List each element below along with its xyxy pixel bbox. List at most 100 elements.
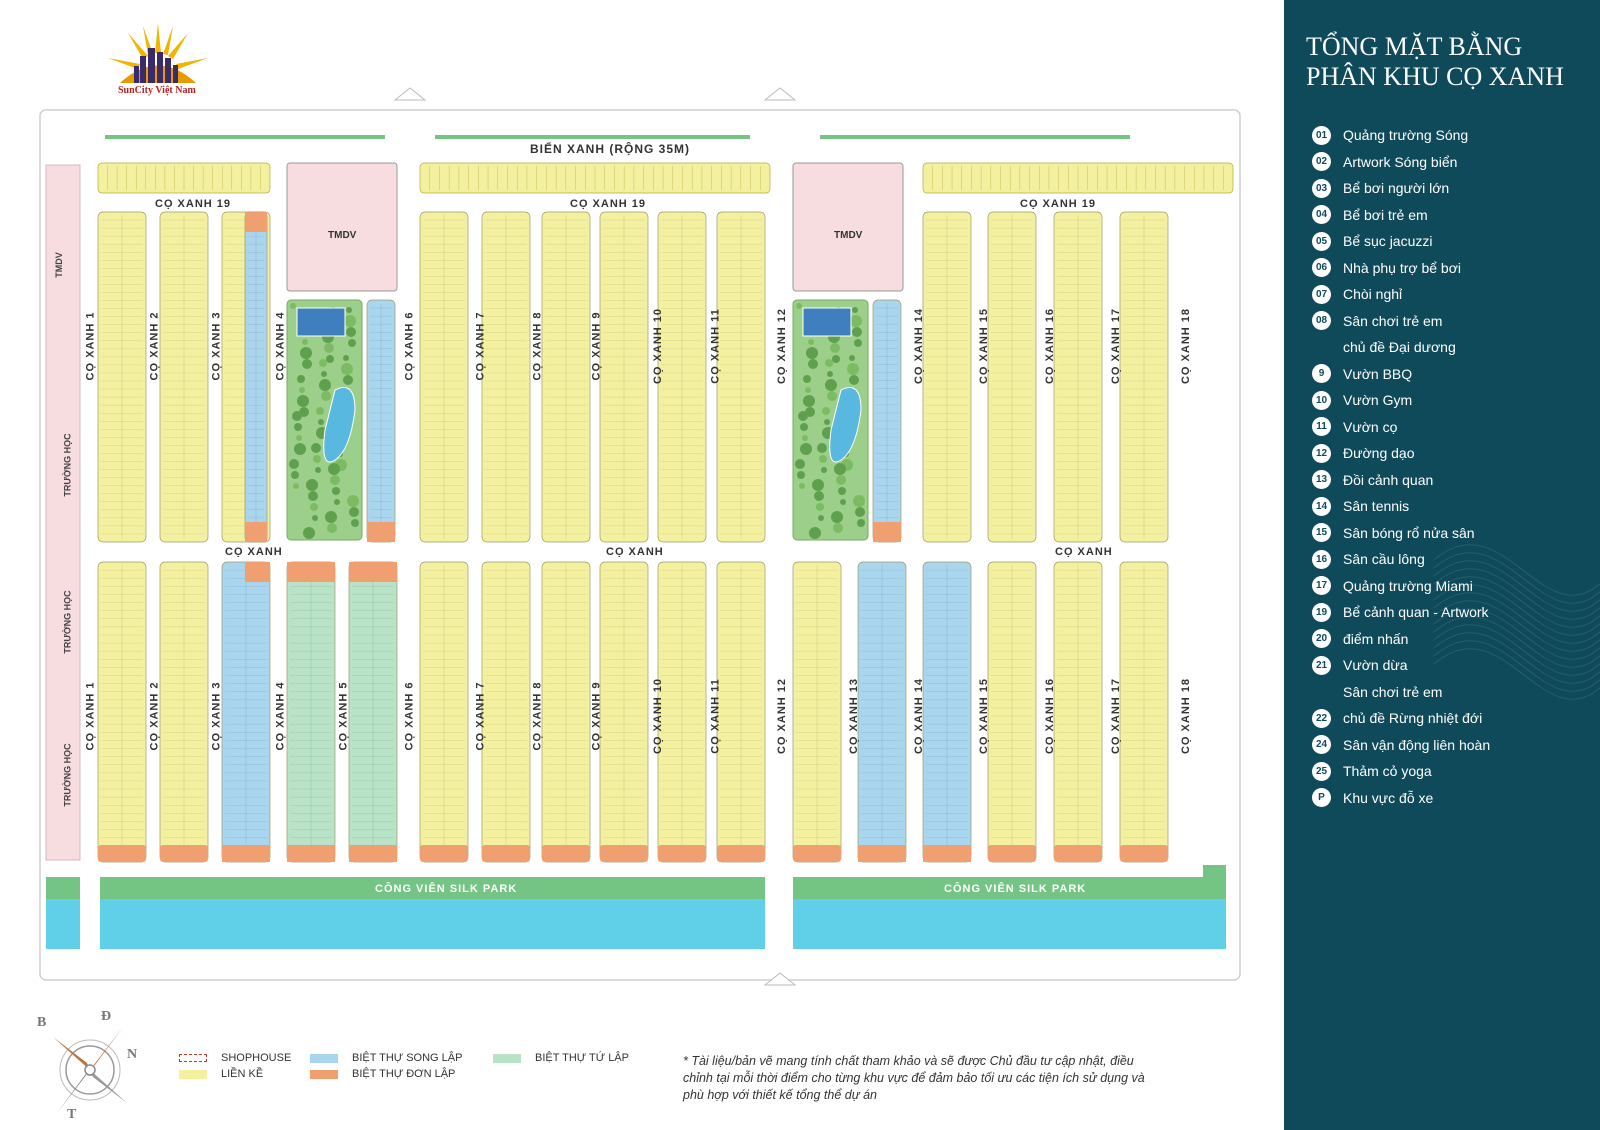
silk-park-strip — [100, 877, 765, 899]
villa-unit — [793, 845, 841, 862]
road-label-vertical: CỌ XANH 5 — [337, 681, 350, 751]
townhouse-block — [922, 211, 972, 543]
tmdv-block — [792, 162, 904, 292]
logo-text: SunCity Việt Nam — [118, 85, 196, 96]
road-label-horizontal: CỌ XANH 19 — [155, 198, 232, 210]
road-label-vertical: CỌ XANH 16 — [1044, 677, 1057, 755]
pool — [323, 387, 356, 463]
road-label-horizontal: CỌ XANH 19 — [570, 198, 647, 210]
amenity-item: 01 Quảng trường Sóng — [1312, 122, 1592, 149]
road-label-vertical: CỌ XANH 14 — [913, 307, 926, 385]
tennis-court — [296, 307, 346, 337]
villa-unit — [1054, 845, 1102, 862]
road-label-vertical: CỌ XANH 12 — [776, 307, 789, 385]
side-zone-label: TRƯỜNG HỌC — [62, 590, 73, 654]
road-label-horizontal: CỌ XANH 19 — [1020, 198, 1097, 210]
amenity-label: Sân vận động liên hoàn — [1343, 736, 1491, 753]
amenity-number-badge: 14 — [1312, 496, 1331, 516]
amenity-item: 24 Sân vận động liên hoàn — [1312, 732, 1592, 759]
park-label: CÔNG VIÊN SILK PARK — [944, 883, 1087, 895]
townhouse-block — [419, 211, 469, 543]
side-zone-label: TMDV — [53, 252, 64, 278]
amenity-number-badge: 24 — [1312, 735, 1331, 755]
road-label-vertical: CỌ XANH 9 — [590, 311, 603, 381]
road-label-vertical: CỌ XANH 6 — [403, 681, 416, 751]
amenity-label: Bể sục jacuzzi — [1343, 233, 1433, 250]
amenity-number-badge: 06 — [1312, 258, 1331, 278]
road-label-vertical: CỌ XANH 3 — [210, 311, 223, 381]
townhouse-block — [657, 211, 707, 543]
villa-unit — [287, 845, 335, 862]
amenity-label: Sân chơi trẻ em — [1343, 683, 1443, 700]
legend-tu-lap: BIỆT THỰ TỨ LẬP — [493, 1052, 629, 1064]
road-label-vertical: CỌ XANH 18 — [1180, 677, 1193, 755]
tmdv-label: TMDV — [834, 230, 863, 241]
compass-east: N — [127, 1047, 138, 1062]
amenity-label: Quảng trường Miami — [1343, 577, 1473, 594]
amenity-number-badge: 19 — [1312, 602, 1331, 622]
townhouse-block — [716, 211, 766, 543]
amenity-number-badge: 08 — [1312, 311, 1331, 331]
park-label: CÔNG VIÊN SILK PARK — [375, 883, 518, 895]
amenity-item: 17 Quảng trường Miami — [1312, 573, 1592, 600]
villa-unit — [717, 845, 765, 862]
villa-unit — [420, 845, 468, 862]
amenity-label: Quảng trường Sóng — [1343, 127, 1469, 144]
amenity-number-badge: 01 — [1312, 125, 1331, 145]
villa-unit — [1120, 845, 1168, 862]
amenity-number-badge: 15 — [1312, 523, 1331, 543]
gate-arrow — [763, 87, 797, 101]
side-zone-label: TRƯỜNG HỌC — [62, 743, 73, 807]
villa-unit — [988, 845, 1036, 862]
green-strip — [105, 135, 385, 139]
amenity-label: Artwork Sóng biển — [1343, 153, 1458, 170]
road-label-vertical: CỌ XANH 11 — [709, 308, 722, 384]
legend: SHOPHOUSE LIỀN KỀ BIỆT THỰ SONG LẬP BIỆT… — [175, 1050, 655, 1100]
amenity-label: Bể cảnh quan - Artwork — [1343, 604, 1489, 621]
compass-rose: Đ B N T — [35, 1009, 145, 1125]
amenity-label: Đường dạo — [1343, 445, 1415, 462]
amenity-item: 14 Sân tennis — [1312, 493, 1592, 520]
disclaimer-text: * Tài liệu/bản vẽ mang tính chất tham kh… — [683, 1054, 1145, 1102]
road-label-vertical: CỌ XANH 15 — [978, 677, 991, 755]
villa-unit — [542, 845, 590, 862]
amenity-number-badge: 17 — [1312, 576, 1331, 596]
road-label-vertical: CỌ XANH 13 — [848, 677, 861, 755]
amenity-number-badge: 12 — [1312, 443, 1331, 463]
legend-tu-lap-label: BIỆT THỰ TỨ LẬP — [535, 1052, 629, 1064]
townhouse-block — [599, 211, 649, 543]
legend-song-lap-swatch — [310, 1053, 338, 1063]
legend-don-lap-swatch — [310, 1069, 338, 1079]
villa-unit — [349, 845, 397, 862]
townhouse-block — [541, 211, 591, 543]
amenity-label: Vườn Gym — [1343, 392, 1413, 409]
villa-unit — [658, 845, 706, 862]
compass-north: Đ — [101, 1009, 112, 1024]
park-strip — [46, 877, 80, 899]
title-line-1: TỔNG MẶT BẰNG — [1306, 32, 1523, 61]
legend-shophouse-swatch — [179, 1054, 207, 1062]
compass-icon — [53, 1027, 127, 1113]
water-channel — [46, 899, 80, 949]
page-title: TỔNG MẶT BẰNG PHÂN KHU CỌ XANH — [1306, 32, 1596, 92]
villa-unit — [245, 212, 267, 232]
legend-shophouse: SHOPHOUSE — [179, 1052, 291, 1064]
park-strip — [1203, 865, 1226, 877]
amenity-number-badge: 05 — [1312, 231, 1331, 251]
amenity-item: 12 Đường dạo — [1312, 440, 1592, 467]
road-label-vertical: CỌ XANH 15 — [978, 307, 991, 385]
amenity-label: Sân tennis — [1343, 498, 1410, 515]
townhouse-block — [987, 211, 1037, 543]
road-label-vertical: CỌ XANH 9 — [590, 681, 603, 751]
amenity-item: chủ đề Đại dương — [1312, 334, 1592, 361]
amenity-number-badge: 16 — [1312, 549, 1331, 569]
road-label-vertical: CỌ XANH 17 — [1110, 307, 1123, 385]
legend-lien-ke-label: LIỀN KỀ — [221, 1068, 264, 1080]
amenity-label: Chòi nghỉ — [1343, 286, 1403, 303]
